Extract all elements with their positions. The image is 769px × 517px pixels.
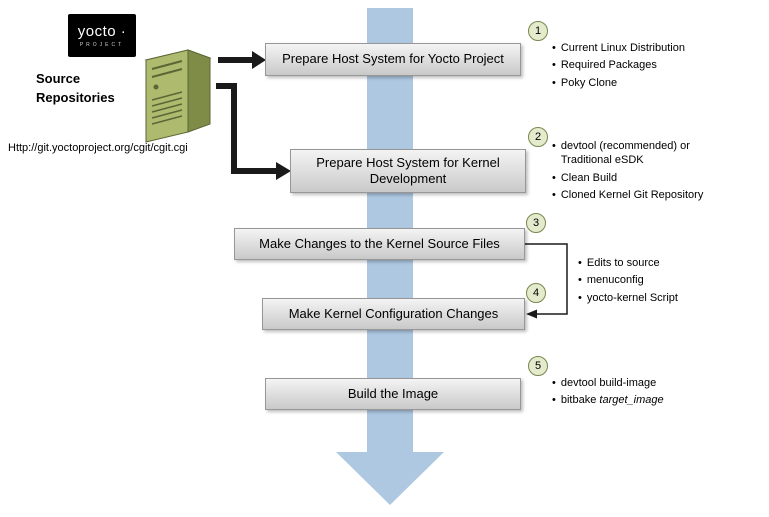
bullet-icon: • bbox=[552, 76, 556, 89]
bullet-icon: • bbox=[578, 274, 582, 287]
arrowhead-step4 bbox=[526, 309, 537, 319]
bracket-step3-to-step4 bbox=[525, 243, 568, 315]
bullet-icon: • bbox=[552, 188, 556, 201]
step-title: Make Kernel Configuration Changes bbox=[288, 305, 499, 321]
step-number-badge-4: 4 bbox=[526, 283, 546, 303]
yocto-logo-text: yocto · bbox=[77, 23, 127, 40]
list-item: •bitbake target_image bbox=[552, 394, 664, 407]
bullet-icon: • bbox=[552, 59, 556, 72]
bullet-icon: • bbox=[552, 377, 556, 389]
list-item: •Edits to source bbox=[578, 257, 660, 269]
step5-bullet-list: •devtool build-image •bitbake target_ima… bbox=[552, 376, 724, 411]
server-tower-icon bbox=[144, 49, 212, 143]
step-number-badge-3: 3 bbox=[526, 213, 546, 233]
step-title: Build the Image bbox=[347, 385, 439, 401]
list-item: •Cloned Kernel Git Repository bbox=[552, 188, 704, 201]
bullet-icon: • bbox=[552, 42, 556, 54]
source-repositories-url: Http://git.yoctoproject.org/cgit/cgit.cg… bbox=[8, 142, 188, 154]
bullet-icon: • bbox=[578, 257, 582, 269]
bullet-icon: • bbox=[552, 171, 556, 184]
yocto-logo: yocto · PROJECT bbox=[68, 14, 136, 57]
bullet-icon: • bbox=[578, 291, 582, 304]
step-box-make-source-changes: Make Changes to the Kernel Source Files bbox=[234, 228, 525, 260]
bullet-icon: • bbox=[552, 140, 556, 152]
arrow-server-to-step2 bbox=[216, 83, 277, 174]
step-title: Make Changes to the Kernel Source Files bbox=[259, 235, 500, 251]
arrowhead-step1 bbox=[252, 51, 266, 69]
list-item: •menuconfig bbox=[578, 274, 644, 287]
step3-4-shared-bullet-list: •Edits to source •menuconfig •yocto-kern… bbox=[578, 256, 728, 308]
source-repositories-label: Source Repositories bbox=[36, 71, 115, 105]
step-title: Prepare Host System for Yocto Project bbox=[282, 51, 504, 67]
step1-bullet-list: •Current Linux Distribution •Required Pa… bbox=[552, 41, 724, 93]
yocto-logo-tagline: PROJECT bbox=[79, 42, 125, 48]
list-item: •devtool (recommended) or Traditional eS… bbox=[552, 140, 690, 167]
list-item: •yocto-kernel Script bbox=[578, 291, 678, 304]
arrowhead-step2 bbox=[276, 162, 291, 180]
bullet-icon: • bbox=[552, 394, 556, 407]
step-box-build-image: Build the Image bbox=[265, 378, 521, 410]
step-number-badge-1: 1 bbox=[528, 21, 548, 41]
list-item: •devtool build-image bbox=[552, 377, 657, 389]
list-item: •Clean Build bbox=[552, 171, 618, 184]
list-item: •Current Linux Distribution bbox=[552, 42, 685, 54]
step-number-badge-2: 2 bbox=[528, 127, 548, 147]
list-item: •Poky Clone bbox=[552, 76, 618, 89]
step-title: Prepare Host System for Kernel Developme… bbox=[316, 154, 500, 186]
step-box-make-config-changes: Make Kernel Configuration Changes bbox=[262, 298, 525, 330]
step-number-badge-5: 5 bbox=[528, 356, 548, 376]
step-box-prepare-host-yocto: Prepare Host System for Yocto Project bbox=[265, 43, 521, 76]
list-item: •Required Packages bbox=[552, 59, 657, 72]
step2-bullet-list: •devtool (recommended) or Traditional eS… bbox=[552, 139, 720, 205]
step-box-prepare-host-kernel: Prepare Host System for Kernel Developme… bbox=[290, 149, 526, 193]
